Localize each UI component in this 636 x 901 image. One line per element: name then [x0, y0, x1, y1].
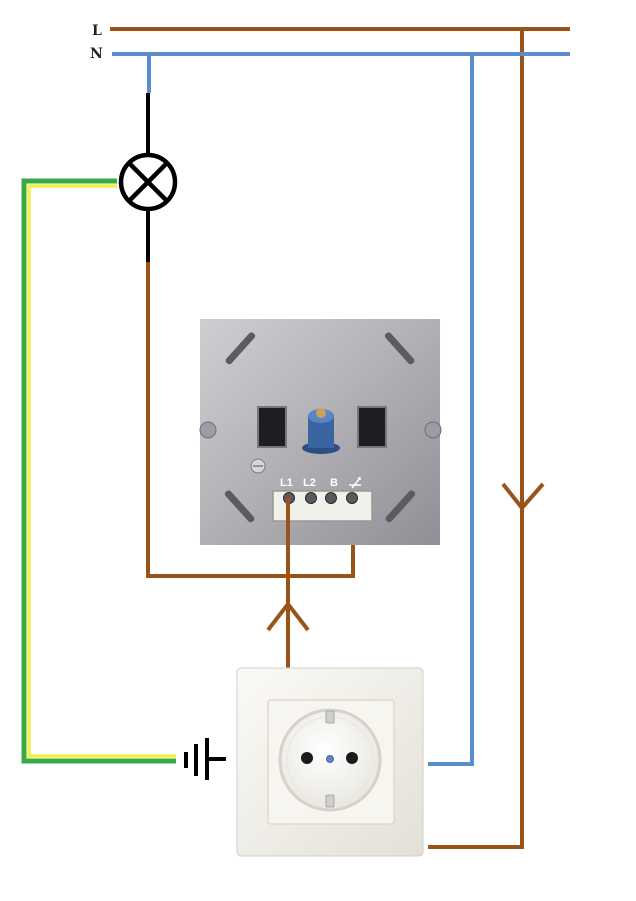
lamp-symbol [118, 152, 178, 212]
right-opening [357, 406, 387, 448]
earth-wire [21, 178, 176, 764]
arrow-down-icon [501, 482, 545, 512]
pin-hole-left [301, 752, 313, 764]
dimmer-knob-shaft [302, 408, 340, 454]
left-opening [257, 406, 287, 448]
wall-socket [236, 667, 424, 857]
socket-screw [326, 755, 334, 763]
ground-symbol [184, 738, 226, 780]
dimmer-symbol [349, 477, 361, 489]
earth-contact-top [325, 710, 335, 724]
terminal-label-l2: L2 [303, 477, 316, 489]
phase-wire [110, 27, 570, 849]
neutral-wire [112, 52, 570, 766]
terminal-label-l1: L1 [280, 477, 293, 489]
earth-contact-bottom [325, 794, 335, 808]
terminal-label-b: B [330, 477, 338, 489]
pin-hole-right [346, 752, 358, 764]
neutral-label: N [90, 46, 103, 62]
phase-label: L [92, 23, 102, 39]
dimmer-insert: L1 L2 B [199, 319, 442, 545]
mounting-slot [224, 332, 416, 523]
arrow-up-icon [266, 600, 310, 632]
